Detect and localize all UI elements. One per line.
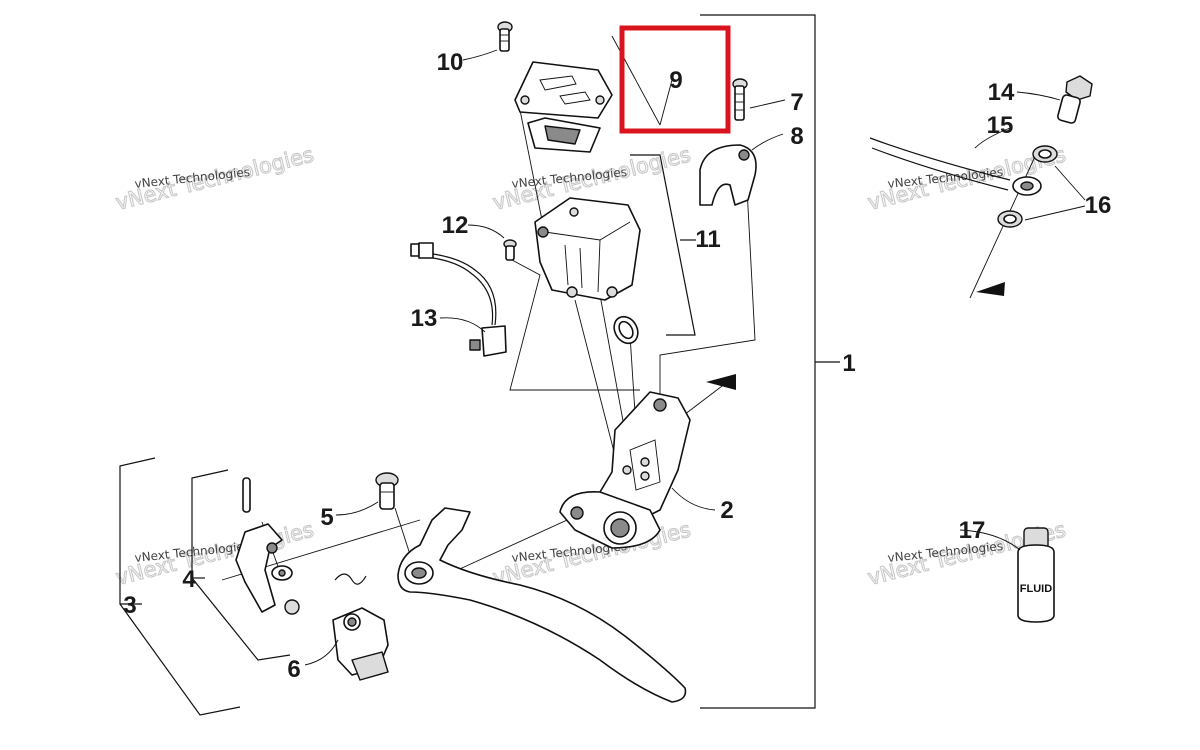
callout-8[interactable]: 8	[790, 123, 803, 150]
callout-7[interactable]: 7	[790, 89, 803, 116]
left-arrow-icon	[706, 374, 736, 390]
callout-14[interactable]: 14	[988, 79, 1015, 106]
group-brackets	[119, 14, 840, 716]
callout-13[interactable]: 13	[411, 305, 438, 332]
callout-leaders	[304, 49, 1086, 666]
left-arrow-icon	[976, 282, 1005, 296]
callout-9[interactable]: 9	[669, 67, 682, 94]
brake-hose-part-15	[869, 137, 1042, 196]
washers-part-16	[997, 145, 1058, 228]
clamp-part-8	[699, 144, 757, 206]
callout-10[interactable]: 10	[437, 49, 464, 76]
reservoir-cap-part-9	[514, 61, 613, 153]
callout-16[interactable]: 16	[1085, 192, 1112, 219]
callout-12[interactable]: 12	[442, 212, 469, 239]
callout-5[interactable]: 5	[320, 504, 333, 531]
banjo-bolt-part-14	[1057, 75, 1093, 124]
callout-numbers: 1 2 3 4 5 6 7 8 9 10 11 12 13 14 15 16 1…	[123, 49, 1111, 683]
reservoir-body-part-11	[534, 197, 641, 345]
callout-4[interactable]: 4	[182, 566, 196, 593]
brake-lever-part-3	[397, 507, 687, 703]
fluid-label: FLUID	[1020, 583, 1052, 595]
screw-part-12	[503, 239, 517, 261]
callout-1[interactable]: 1	[842, 350, 855, 377]
fluid-bottle-part-17: FLUID	[1017, 527, 1055, 623]
callout-2[interactable]: 2	[720, 497, 733, 524]
screw-part-7	[732, 78, 748, 121]
screw-part-10	[497, 21, 513, 52]
callout-3[interactable]: 3	[123, 592, 136, 619]
callout-6[interactable]: 6	[287, 656, 300, 683]
callout-11[interactable]: 11	[695, 226, 720, 253]
pivot-bolt-part-5	[375, 472, 399, 510]
highlight-box[interactable]	[619, 25, 731, 134]
bracket-part-6	[332, 607, 389, 681]
direction-arrows	[706, 282, 1005, 390]
brake-switch-part-13	[410, 242, 507, 357]
adjuster-part-4	[235, 477, 367, 615]
lever-housing-part-2	[559, 391, 691, 549]
callout-15[interactable]: 15	[987, 112, 1014, 139]
callout-17[interactable]: 17	[959, 517, 986, 544]
